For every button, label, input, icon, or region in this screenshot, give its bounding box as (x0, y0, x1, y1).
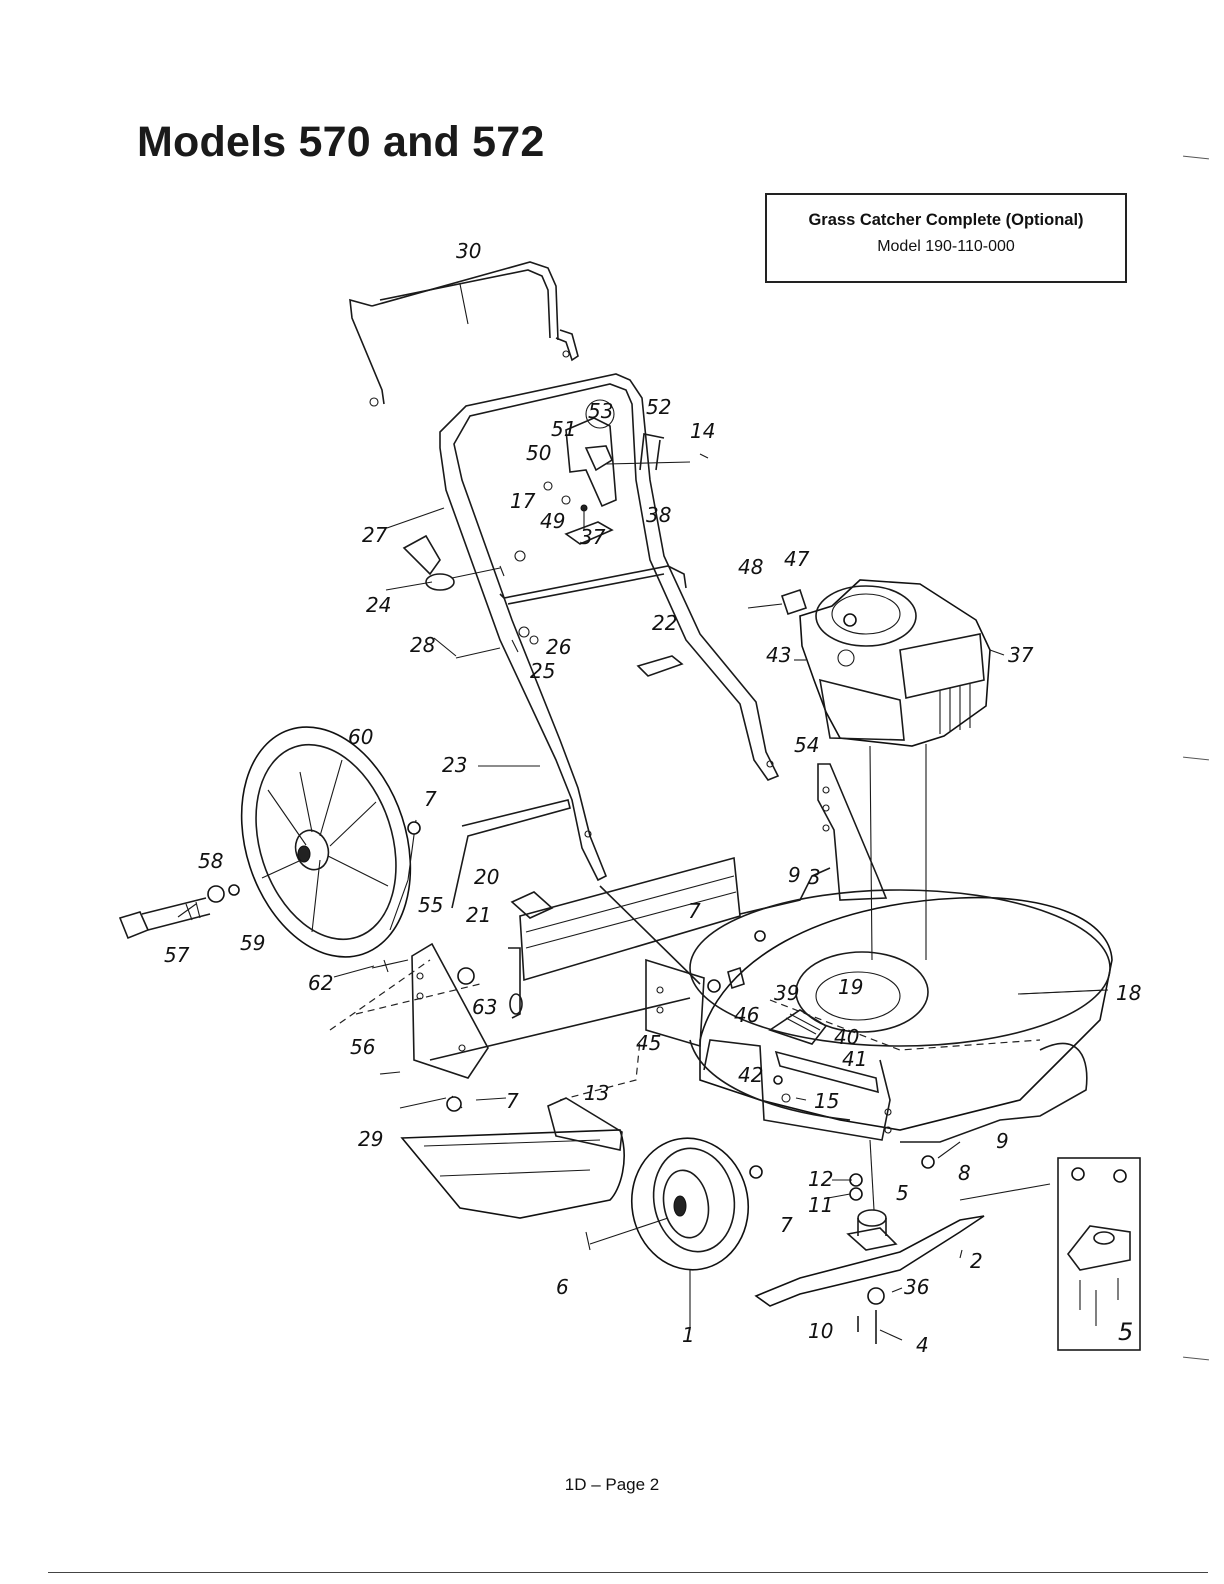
callout-label: 19 (838, 975, 863, 999)
callout-label: 3 (808, 865, 821, 889)
callout-label: 2 (970, 1249, 983, 1273)
callout-label: 41 (842, 1047, 867, 1071)
callout-label: 7 (424, 787, 437, 811)
callout-label: 9 (788, 863, 801, 887)
callout-label: 18 (1116, 981, 1141, 1005)
callout-label: 62 (308, 971, 333, 995)
callout-label: 14 (690, 419, 715, 443)
callout-label: 60 (348, 725, 373, 749)
callout-label: 38 (646, 503, 671, 527)
callout-label: 46 (734, 1003, 759, 1027)
callout-label: 54 (794, 733, 819, 757)
blade-adapter-inset (959, 1157, 1141, 1351)
callout-label: 12 (808, 1167, 833, 1191)
callout-label: 37 (580, 525, 606, 549)
callout-label: 42 (738, 1063, 763, 1087)
callout-label: 45 (636, 1031, 661, 1055)
rear-wheel (240, 726, 417, 958)
callout-label: 26 (546, 635, 571, 659)
callout-label: 7 (688, 899, 701, 923)
part-number-labels: 30 53 52 51 50 14 17 49 37 38 27 24 26 2… (164, 239, 1141, 1357)
callout-label: 29 (358, 1127, 383, 1151)
callout-label: 28 (410, 633, 435, 657)
rear-baffle (508, 856, 741, 1019)
engine (747, 579, 991, 961)
callout-label: 21 (466, 903, 491, 927)
front-wheel (585, 1137, 763, 1271)
callout-label: 56 (350, 1035, 375, 1059)
callout-label: 7 (506, 1089, 519, 1113)
grass-catcher-notice-box: Grass Catcher Complete (Optional) Model … (765, 193, 1127, 283)
blade-assembly (754, 1139, 985, 1344)
callout-label: 43 (766, 643, 791, 667)
callout-label: 13 (584, 1081, 609, 1105)
callout-label: 7 (780, 1213, 793, 1237)
notice-heading: Grass Catcher Complete (Optional) (808, 211, 1084, 229)
rear-axle-bolt (118, 821, 421, 940)
callout-label: 20 (474, 865, 499, 889)
lower-handle-frame (439, 373, 780, 882)
callout-label: 55 (418, 893, 443, 917)
side-bracket (817, 763, 888, 901)
handle-hardware (402, 521, 684, 677)
callout-label: 15 (814, 1089, 839, 1113)
callout-label: 47 (784, 547, 810, 571)
control-bracket (543, 399, 709, 530)
callout-label: 51 (551, 417, 576, 441)
callout-label: 5 (896, 1181, 909, 1205)
callout-label: 6 (556, 1275, 569, 1299)
front-height-adjuster (599, 885, 766, 1048)
callout-label: 25 (530, 659, 555, 683)
upper-handle (349, 261, 579, 407)
callout-leaders (177, 283, 1105, 1341)
height-adjuster-plate (371, 942, 489, 1079)
callout-label: 59 (240, 931, 265, 955)
callout-label: 37 (1008, 643, 1034, 667)
callout-label: 5 (1118, 1318, 1133, 1346)
callout-label: 4 (916, 1333, 929, 1357)
page-title: Models 570 and 572 (137, 118, 545, 166)
callout-label: 48 (738, 555, 763, 579)
callout-label: 39 (774, 981, 799, 1005)
notice-model-number: Model 190-110-000 (877, 238, 1015, 255)
callout-label: 50 (526, 441, 551, 465)
callout-label: 40 (834, 1025, 859, 1049)
callout-label: 63 (472, 995, 497, 1019)
callout-label: 24 (366, 593, 391, 617)
callout-label: 58 (198, 849, 223, 873)
bottom-rule (48, 1572, 1208, 1573)
callout-label: 22 (652, 611, 677, 635)
callout-label: 9 (996, 1129, 1009, 1153)
spring-bracket (768, 1009, 879, 1103)
callout-label: 10 (808, 1319, 833, 1343)
callout-label: 11 (808, 1193, 833, 1217)
page-footer: 1D – Page 2 (564, 1475, 660, 1494)
callout-label: 23 (442, 753, 467, 777)
callout-label: 27 (362, 523, 388, 547)
callout-label: 57 (164, 943, 190, 967)
callout-label: 49 (540, 509, 565, 533)
rear-discharge-flap (399, 1095, 625, 1219)
callout-label: 8 (958, 1161, 971, 1185)
callout-label: 53 (588, 399, 613, 423)
callout-label: 52 (646, 395, 671, 419)
callout-label: 1 (682, 1323, 695, 1347)
callout-label: 36 (904, 1275, 929, 1299)
callout-label: 17 (510, 489, 536, 513)
callout-label: 30 (456, 239, 481, 263)
